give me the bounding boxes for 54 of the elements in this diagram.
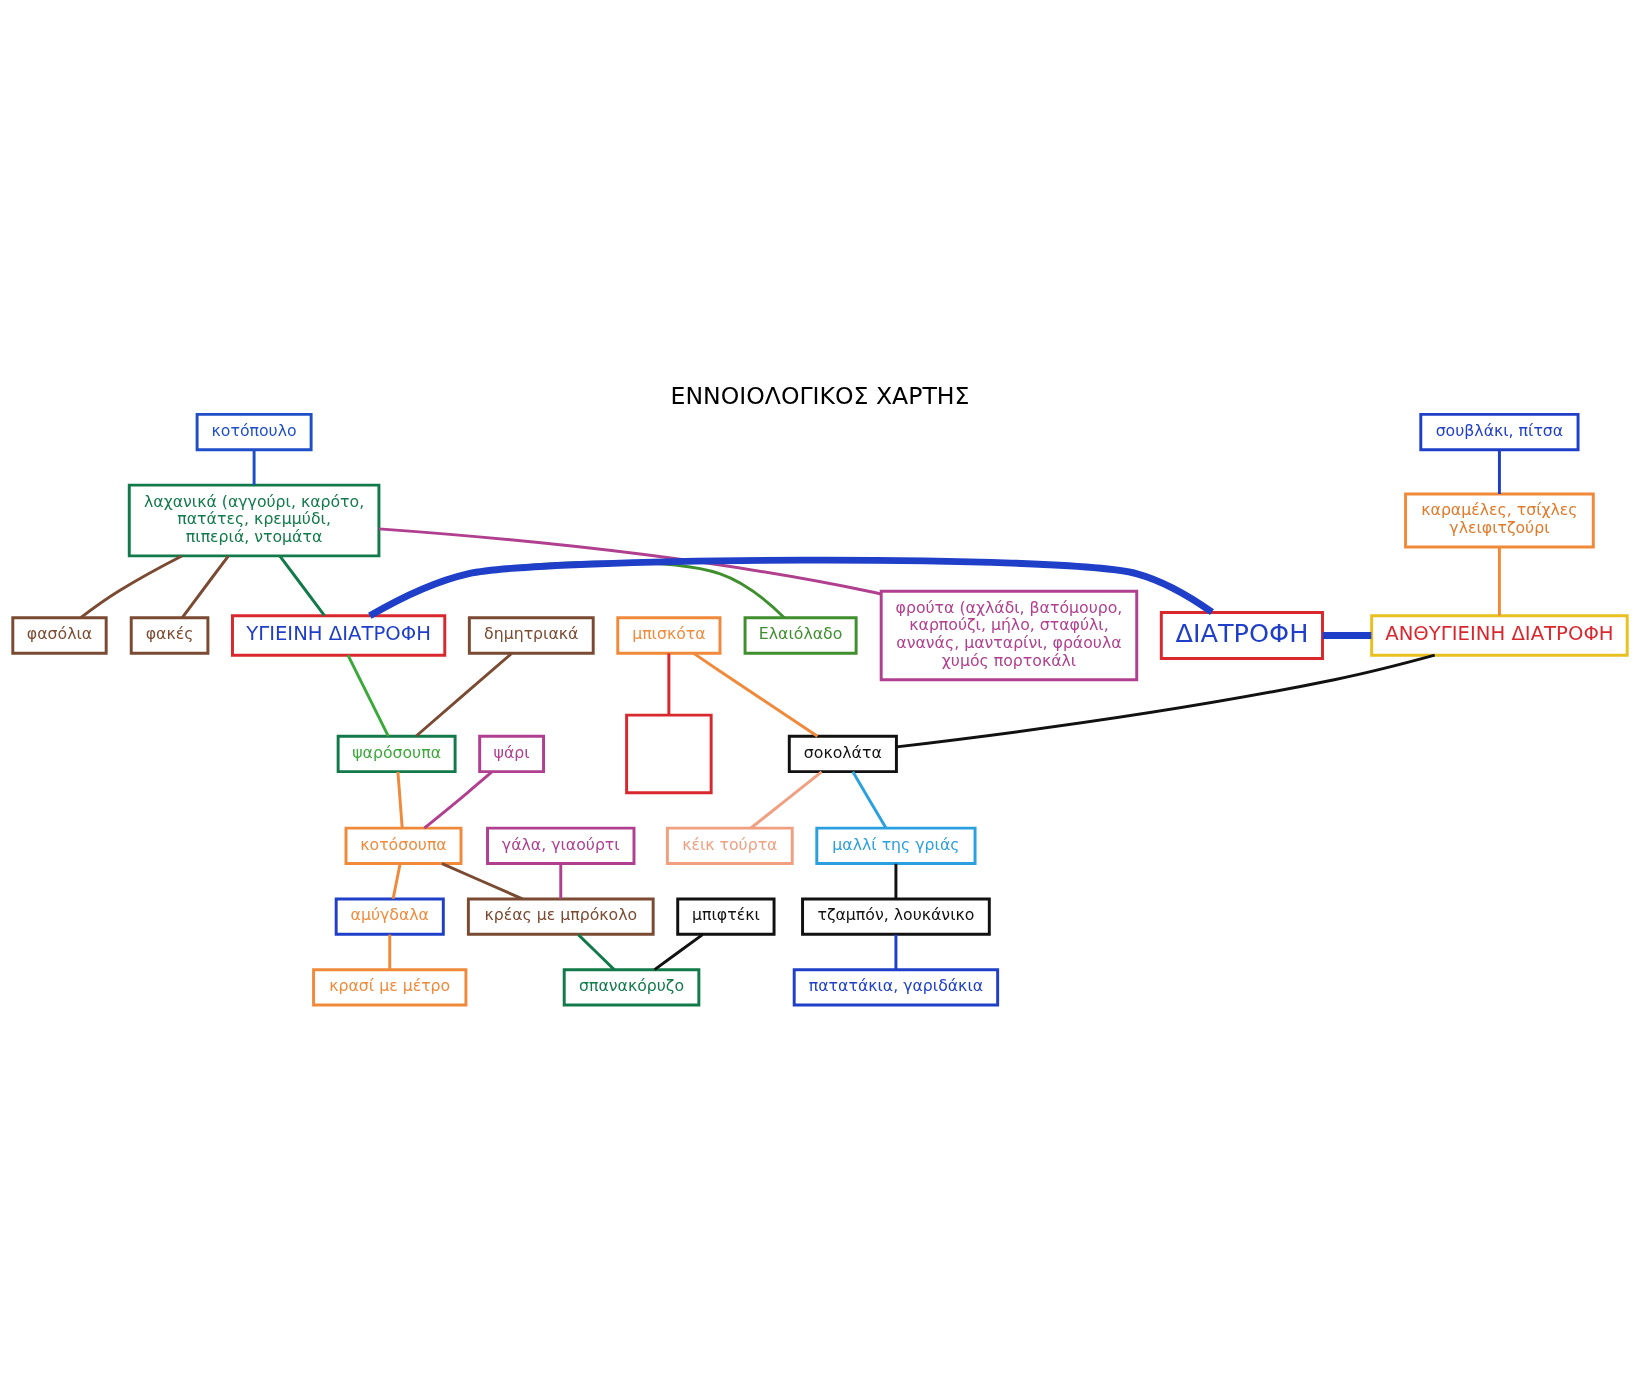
node-box: φασόλια <box>11 616 108 655</box>
connector <box>894 934 898 970</box>
connector <box>181 555 230 619</box>
connector <box>896 653 1436 749</box>
connector <box>346 654 390 737</box>
connector <box>577 933 616 971</box>
connector <box>415 652 513 738</box>
node-box: σπανακόρυζο <box>562 968 701 1007</box>
node-box: αμύγδαλα <box>334 897 445 936</box>
connector <box>388 934 392 970</box>
node-box: κρασί με μέτρο <box>312 968 468 1007</box>
connector <box>396 771 404 829</box>
node-box: λαχανικά (αγγούρι, καρότο, πατάτες, κρεμμύδι, πιπεριά, ντομάτα <box>127 483 381 558</box>
connector <box>894 863 898 899</box>
node-box: μπισκότα <box>616 616 722 655</box>
node-box: κρέας με μπρόκολο <box>466 897 655 936</box>
node-box: ΑΝΘΥΓΙΕΙΝΗ ΔΙΑΤΡΟΦΗ <box>1370 614 1629 657</box>
node-box: ΔΙΑΤΡΟΦΗ <box>1159 610 1324 661</box>
node-box: πατατάκια, γαριδάκια <box>792 968 1000 1007</box>
connector <box>559 863 563 899</box>
connector <box>692 652 819 738</box>
node-box: κοτόπουλο <box>195 412 313 452</box>
connector <box>423 770 493 830</box>
node-box: Ελαιόλαδο <box>743 616 858 655</box>
node-box: σοκολάτα <box>787 734 898 774</box>
node-box: μπιφτέκι <box>676 897 776 936</box>
node-box: ΥΓΙΕΙΝΗ ΔΙΑΤΡΟΦΗ <box>231 614 447 657</box>
node-box: ψάρι <box>478 734 546 774</box>
node-box: καραμέλες, τσίχλες γλειφιτζούρι <box>1404 492 1595 549</box>
node-box: μαλλί της γριάς <box>815 826 977 865</box>
connector <box>378 527 882 596</box>
node-box: γάλα, γιαούρτι <box>486 826 636 865</box>
connector <box>278 555 326 617</box>
connector <box>1497 547 1501 616</box>
connector <box>667 653 671 715</box>
node-box: φακές <box>129 616 210 655</box>
connector <box>441 862 523 901</box>
connector <box>750 770 823 830</box>
node-box: τζαμπόν, λουκάνικο <box>801 897 991 936</box>
node-box: φρούτα (αχλάδι, βατόμουρο, καρπούζι, μήλο, σταφύλι, ανανάς, μανταρίνι, φράουλα χυμός πορτοκάλι <box>879 589 1139 682</box>
node-box: δημητριακά <box>467 616 595 655</box>
node-box: σουβλάκι, πίτσα <box>1419 412 1580 452</box>
connector <box>653 933 704 971</box>
connector <box>391 863 402 900</box>
connector <box>851 771 888 829</box>
connector <box>79 554 183 619</box>
connector <box>252 450 256 485</box>
node-box: κέικ τούρτα <box>665 826 794 865</box>
node-box: κοτόσουπα <box>344 826 463 865</box>
connector <box>1497 450 1501 494</box>
connector <box>1322 632 1372 639</box>
node-box: ψαρόσουπα <box>336 734 457 774</box>
node-box <box>625 713 713 795</box>
diagram-title: ΕΝΝΟΙΟΛΟΓΙΚΟΣ ΧΑΡΤΗΣ <box>670 381 970 410</box>
